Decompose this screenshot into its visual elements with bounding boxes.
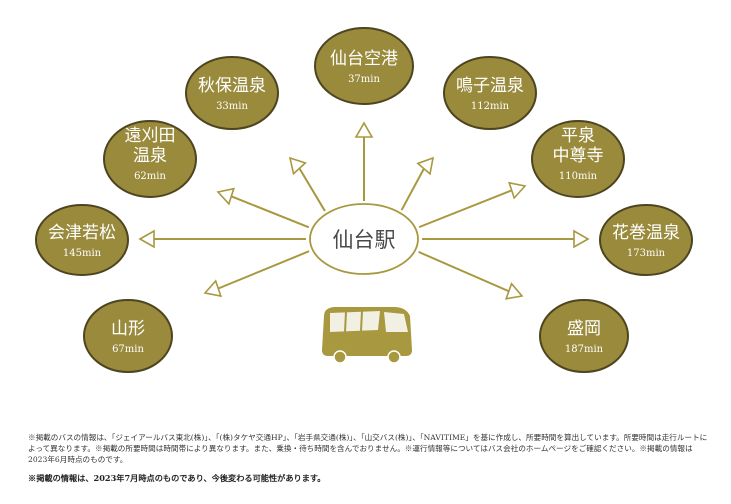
- arrow-head-hiraizumi-chusonji: [508, 181, 527, 200]
- arrow-head-morioka: [504, 282, 524, 300]
- destination-name: 遠刈田: [125, 126, 176, 146]
- arrow-head-akiu-onsen: [288, 156, 307, 176]
- destination-oval: [443, 56, 537, 130]
- arrow-shaft-morioka: [418, 250, 510, 293]
- destination-oval: [185, 56, 279, 130]
- destination-time: 37min: [348, 74, 380, 85]
- destination-time: 110min: [559, 171, 598, 182]
- hub-node: 仙台駅: [309, 203, 419, 275]
- destination-oval: [103, 120, 197, 198]
- destination-sendai-airport: 仙台空港 37min: [314, 27, 414, 105]
- destination-name: 鳴子温泉: [456, 76, 524, 96]
- destination-name: 盛岡: [567, 319, 601, 339]
- destination-name: 温泉: [133, 146, 167, 166]
- footnote-validity: ※掲載の情報は、2023年7月時点のものであり、今後変わる可能性があります。: [28, 473, 326, 483]
- arrow-shaft-tokatta-onsen: [230, 195, 310, 229]
- destination-hanamaki-onsen: 花巻温泉 173min: [599, 204, 693, 276]
- arrow-head-hanamaki-onsen: [573, 229, 590, 249]
- destination-time: 67min: [112, 344, 144, 355]
- arrow-head-sendai-airport: [354, 121, 374, 138]
- arrow-shaft-naruko-onsen: [400, 168, 425, 211]
- arrow-shaft-akiu-onsen: [298, 167, 326, 212]
- destination-time: 112min: [471, 101, 510, 112]
- destination-oval: [314, 27, 414, 105]
- destination-name: 花巻温泉: [612, 223, 680, 243]
- destination-time: 173min: [627, 248, 666, 259]
- destination-name: 仙台空港: [330, 49, 398, 69]
- hub-label: 仙台駅: [333, 228, 396, 252]
- bus-icon: [322, 307, 412, 364]
- destination-name: 山形: [111, 319, 145, 339]
- destination-name: 中尊寺: [553, 146, 604, 166]
- destination-time: 33min: [216, 101, 248, 112]
- destination-name: 平泉: [561, 126, 595, 146]
- destination-oval: [531, 120, 625, 198]
- arrow-head-naruko-onsen: [416, 156, 435, 176]
- destination-morioka: 盛岡 187min: [539, 299, 629, 373]
- destination-time: 145min: [63, 248, 102, 259]
- destination-yamagata: 山形 67min: [83, 299, 173, 373]
- destination-time: 187min: [565, 344, 604, 355]
- destination-oval: [83, 299, 173, 373]
- destination-oval: [599, 204, 693, 276]
- destination-oval: [539, 299, 629, 373]
- arrow-shaft-yamagata: [217, 250, 310, 290]
- arrow-shaft-hiraizumi-chusonji: [418, 189, 513, 229]
- arrow-head-aizu-wakamatsu: [138, 229, 155, 249]
- arrow-head-yamagata: [203, 279, 223, 298]
- destination-name: 秋保温泉: [198, 76, 266, 96]
- destination-oval: [35, 204, 129, 276]
- destination-naruko-onsen: 鳴子温泉 112min: [443, 56, 537, 130]
- destination-aizu-wakamatsu: 会津若松 145min: [35, 204, 129, 276]
- footnote-sources: ※掲載のバスの情報は、「ジェイアールバス東北(株)」、「(株)タケヤ交通HP」、…: [28, 433, 708, 464]
- destination-akiu-onsen: 秋保温泉 33min: [185, 56, 279, 130]
- destination-name: 会津若松: [48, 223, 116, 243]
- destination-time: 62min: [134, 171, 166, 182]
- arrows-layer: [138, 121, 590, 300]
- arrow-head-tokatta-onsen: [216, 187, 235, 206]
